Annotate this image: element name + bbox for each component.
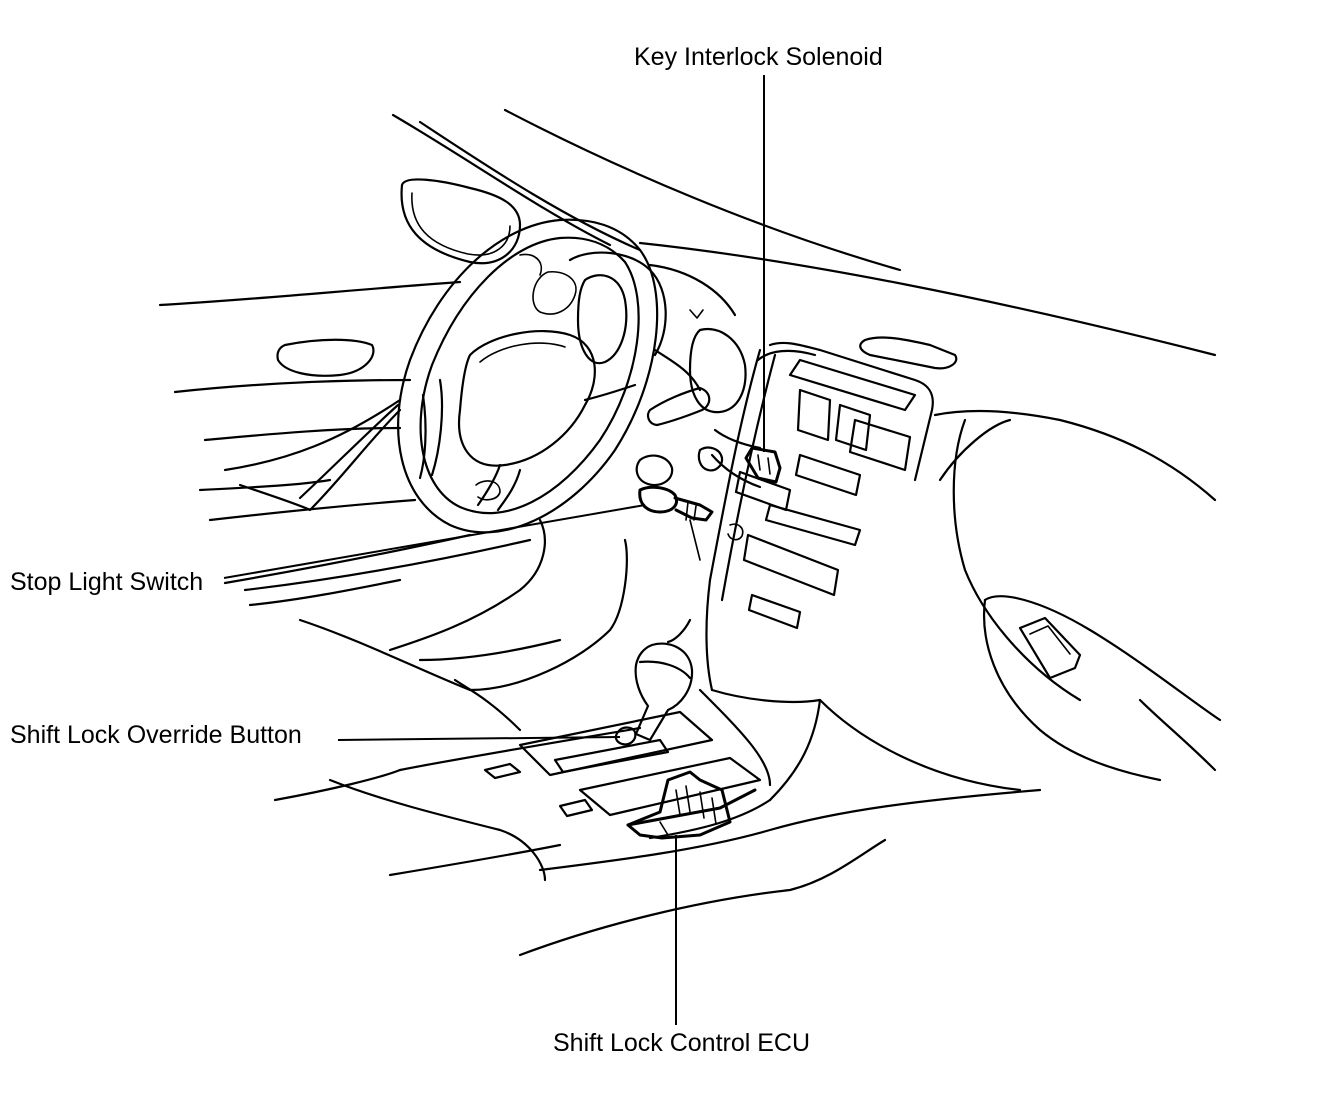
shift-lock-ecu-part <box>626 770 757 840</box>
rearview-mirror <box>400 178 522 265</box>
label-shift-lock-control-ecu: Shift Lock Control ECU <box>553 1029 811 1057</box>
turn-signal-stalk <box>646 386 711 427</box>
label-key-interlock-solenoid: Key Interlock Solenoid <box>634 43 883 71</box>
stop-light-switch-part <box>635 454 714 561</box>
console-floor <box>273 688 1042 957</box>
instrument-cluster <box>568 251 747 414</box>
windshield-frame <box>391 108 1217 357</box>
lower-dash <box>223 518 628 732</box>
label-shift-lock-override-button: Shift Lock Override Button <box>10 721 302 749</box>
leader-lines <box>223 75 765 1025</box>
center-console <box>697 341 934 692</box>
dashboard-left <box>158 280 462 522</box>
label-stop-light-switch: Stop Light Switch <box>10 568 204 596</box>
shift-lever <box>634 618 694 742</box>
key-interlock-solenoid-part <box>744 446 782 484</box>
dashboard-right <box>859 336 1222 782</box>
steering-wheel <box>397 218 659 534</box>
leader-shift-lock-override-button <box>337 736 621 741</box>
shift-lock-override-button-part <box>614 726 637 746</box>
leader-stop-light-switch <box>223 504 646 579</box>
